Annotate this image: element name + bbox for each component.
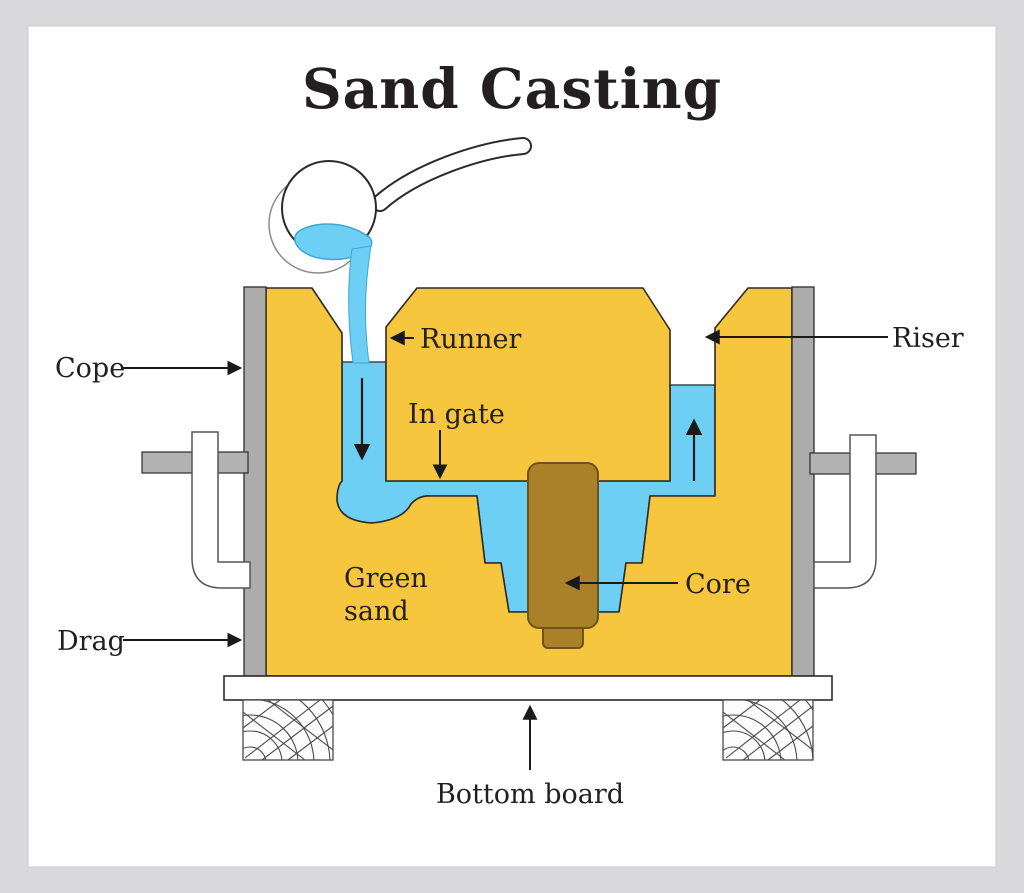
ladle-handle (373, 139, 530, 210)
runner-label: Runner (420, 324, 521, 355)
green-sand-center-block (385, 287, 671, 482)
clamp-left (141, 431, 251, 589)
green-sand-body (265, 287, 793, 677)
wood-support-right (722, 699, 814, 761)
riser-label: Riser (892, 323, 964, 354)
core-body (527, 462, 599, 629)
drag-label: Drag (57, 626, 125, 657)
bottom-board (223, 675, 833, 701)
callout-arrows (123, 329, 888, 770)
green-sand-label-line2: sand (344, 596, 409, 627)
cope-label: Cope (55, 353, 125, 384)
bottom-board-label: Bottom board (436, 779, 624, 810)
flow-direction-arrows (353, 378, 703, 481)
wood-grain-right (723, 700, 813, 760)
clamp-left-hook (191, 431, 251, 589)
core-label: Core (685, 569, 751, 600)
clamp-right (809, 434, 917, 589)
pouring-ladle-icon (268, 137, 532, 364)
in-gate-label: In gate (408, 399, 505, 430)
wood-support-left (242, 699, 334, 761)
flask-wall-left (243, 286, 267, 677)
flask-wall-right (791, 286, 815, 677)
pour-stream (348, 245, 372, 364)
green-sand-label-line1: Green (344, 563, 428, 594)
wood-grain-left (243, 700, 333, 760)
diagram-title: Sand Casting (302, 56, 722, 121)
clamp-right-hook (813, 434, 877, 589)
